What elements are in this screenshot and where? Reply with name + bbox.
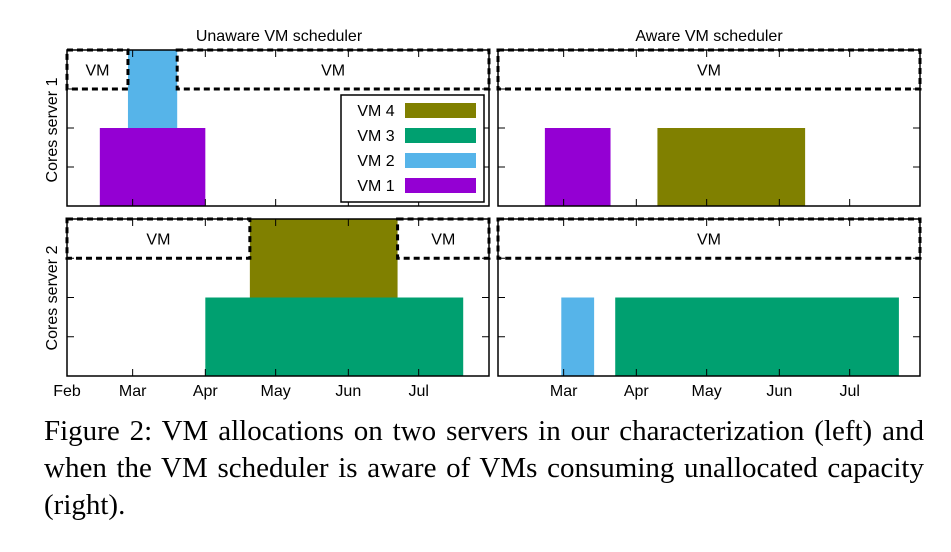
bar-vm-3 [205, 297, 464, 376]
figure-caption: Figure 2: VM allocations on two servers … [44, 415, 924, 521]
x-tick-label: Jul [839, 383, 859, 400]
x-tick-label: Mar [550, 383, 578, 400]
legend: VM 4 VM 3 VM 2 VM 1 [340, 94, 485, 203]
x-tick-label: Jul [408, 383, 428, 400]
unallocated-label: VM [321, 63, 345, 80]
column-title-unaware: Unaware VM scheduler [196, 28, 363, 45]
x-tick-label: Jun [766, 383, 792, 400]
legend-label: VM 3 [357, 128, 394, 145]
x-tick-label: Apr [624, 383, 650, 400]
bar-vm-3 [615, 297, 899, 376]
x-tick-label: Apr [193, 383, 219, 400]
unallocated-label: VM [431, 232, 455, 249]
bar-vm-2 [127, 50, 178, 128]
x-tick-label: Mar [119, 383, 147, 400]
x-tick-label: May [692, 383, 722, 400]
column-title-aware: Aware VM scheduler [635, 28, 783, 45]
legend-swatch [405, 153, 476, 168]
row-label-server2: Cores server 2 [44, 245, 61, 350]
unallocated-label: VM [146, 232, 170, 249]
bar-vm-2 [561, 297, 595, 376]
legend-swatch [405, 103, 476, 118]
bar-vm-1 [99, 128, 206, 206]
bar-vm-4 [249, 219, 398, 298]
bar-vm-1 [544, 128, 611, 206]
panel-r1-c0: VM VM Feb Mar Apr May Jun Jul [53, 217, 491, 400]
unallocated-label: VM [85, 63, 109, 80]
x-tick-label: Jun [335, 383, 361, 400]
row-label-server1: Cores server 1 [44, 77, 61, 182]
panel-r0-c1: VM [496, 48, 922, 207]
legend-label: VM 1 [357, 178, 394, 195]
panel-r0-c0: VM VM [65, 48, 491, 207]
bar-vm-4 [657, 128, 806, 206]
x-tick-label: May [261, 383, 291, 400]
legend-label: VM 4 [357, 103, 394, 120]
unallocated-label: VM [697, 63, 721, 80]
legend-label: VM 2 [357, 153, 394, 170]
legend-swatch [405, 128, 476, 143]
panel-r1-c1: VM Mar Apr May Jun Jul [496, 217, 922, 400]
x-tick-label: Feb [53, 383, 81, 400]
legend-swatch [405, 178, 476, 193]
unallocated-label: VM [697, 232, 721, 249]
